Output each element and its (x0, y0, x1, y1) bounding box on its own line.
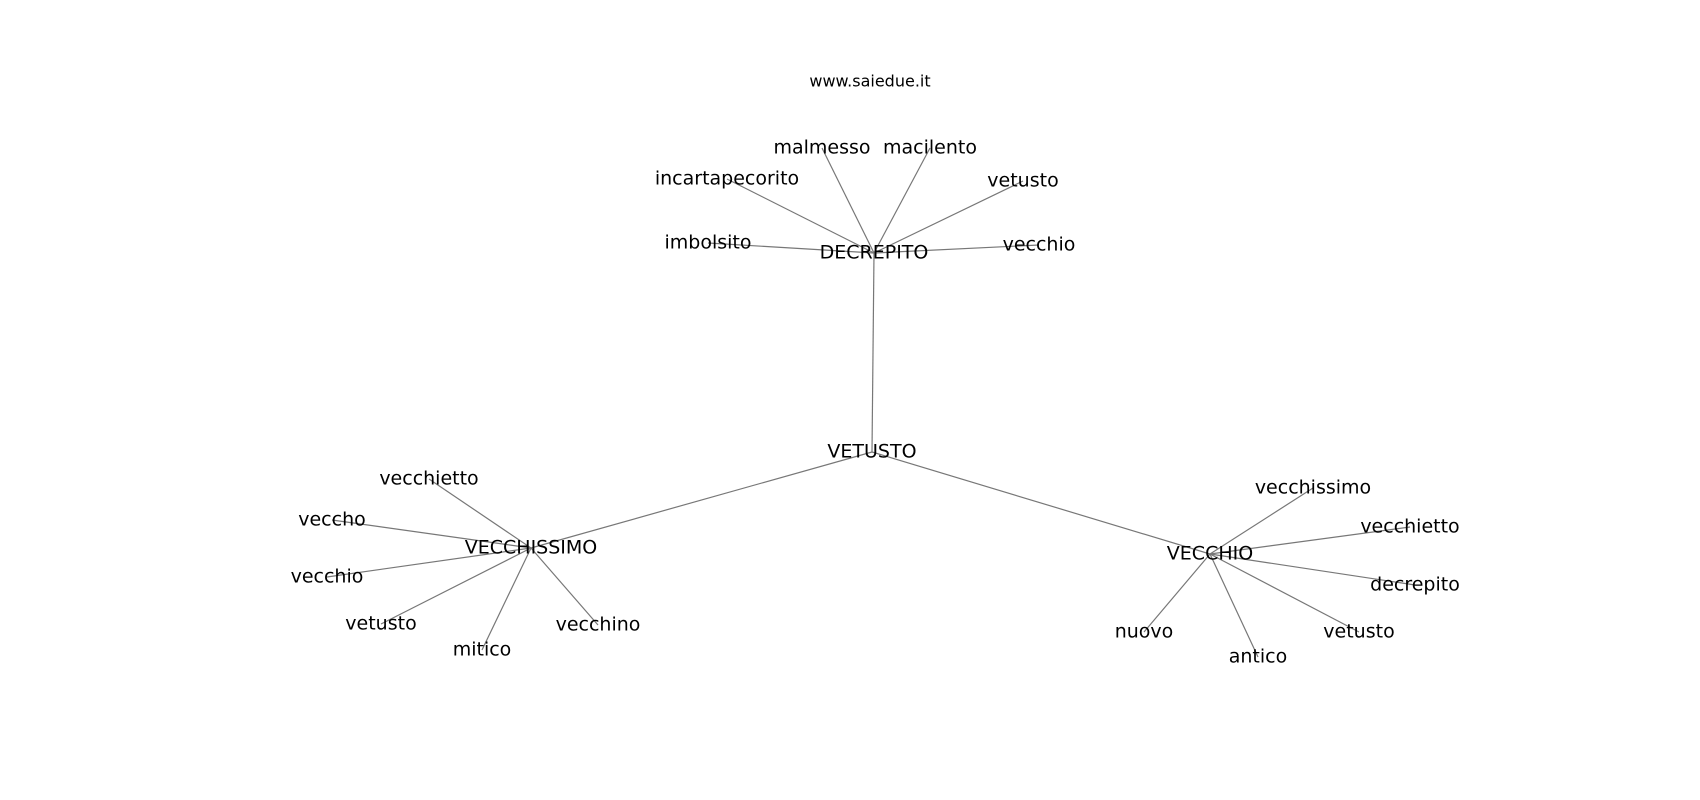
edge-vecchissimo-s4 (380, 547, 532, 625)
node-label-d6: vecchio (1003, 234, 1076, 256)
node-label-s6: vecchino (556, 614, 641, 636)
edge-vecchissimo-s3 (326, 547, 532, 578)
edge-vecchio-v6 (1209, 553, 1259, 658)
edge-decrepito-d3 (726, 178, 875, 254)
node-label-v2: vecchietto (1360, 516, 1459, 538)
node-label-s1: vecchietto (379, 468, 478, 490)
edge-vecchio-v5 (1143, 553, 1211, 633)
node-label-vecchio: VECCHIO (1167, 543, 1253, 565)
node-label-d2: macilento (883, 137, 977, 159)
edge-decrepito-d2 (873, 147, 931, 254)
edge-vecchio-v4 (1209, 553, 1360, 633)
edge-vecchio-v1 (1209, 487, 1314, 555)
node-label-s3: vecchio (291, 566, 364, 588)
edge-root-vecchio (871, 451, 1211, 555)
node-label-v5: nuovo (1115, 621, 1174, 643)
edge-vecchissimo-s5 (481, 547, 532, 651)
node-label-v3: decrepito (1370, 574, 1460, 596)
node-label-d5: imbolsito (664, 232, 751, 254)
edge-vecchio-v2 (1209, 526, 1411, 555)
node-label-s2: veccho (298, 509, 366, 531)
edges-layer (326, 147, 1416, 658)
node-label-v4: vetusto (1323, 621, 1394, 643)
node-label-s4: vetusto (345, 613, 416, 635)
node-label-root: VETUSTO (827, 441, 916, 463)
node-label-v1: vecchissimo (1255, 477, 1371, 499)
edge-root-decrepito (871, 252, 875, 453)
node-label-d1: malmesso (773, 137, 870, 159)
edge-decrepito-d1 (821, 147, 875, 254)
edge-vecchissimo-s2 (331, 519, 532, 549)
node-label-d4: vetusto (987, 170, 1058, 192)
node-label-decrepito: DECREPITO (820, 242, 929, 264)
edge-decrepito-d4 (873, 180, 1024, 254)
edge-decrepito-d6 (873, 244, 1040, 254)
edge-decrepito-d5 (707, 242, 875, 254)
labels-layer: VETUSTO DECREPITO VECCHISSIMO VECCHIO malmes… (291, 137, 1460, 668)
node-label-vecchissimo: VECCHISSIMO (465, 537, 598, 559)
node-label-d3: incartapecorito (655, 168, 799, 190)
node-label-v6: antico (1229, 646, 1287, 668)
edge-vecchissimo-s6 (530, 547, 599, 626)
edge-root-vecchissimo (530, 451, 873, 549)
edge-vecchissimo-s1 (428, 478, 532, 549)
edge-vecchio-v3 (1209, 553, 1416, 586)
site-label: www.saiedue.it (809, 72, 930, 91)
node-label-s5: mitico (453, 639, 512, 661)
